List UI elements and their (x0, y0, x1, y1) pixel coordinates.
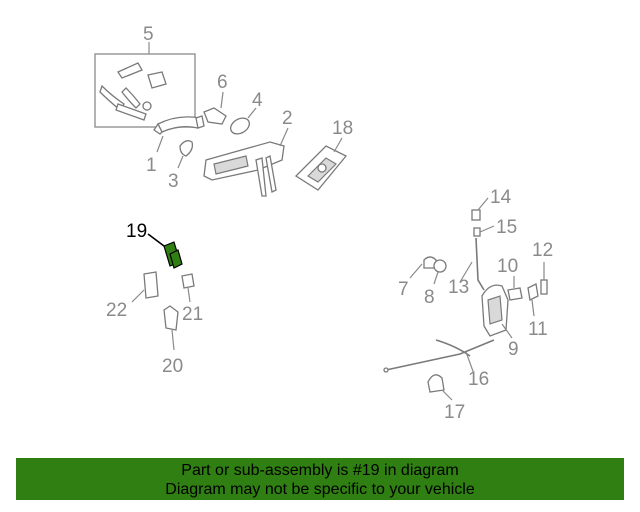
callout-20: 20 (162, 356, 183, 377)
callout-12: 12 (532, 240, 553, 261)
part-5-kit[interactable] (94, 42, 196, 128)
part-14[interactable] (471, 197, 489, 221)
part-21[interactable] (181, 273, 195, 303)
part-1-handle[interactable] (153, 115, 205, 153)
callout-4: 4 (252, 90, 263, 111)
callout-6: 6 (217, 72, 228, 93)
part-10[interactable] (507, 276, 523, 301)
callout-14: 14 (490, 187, 512, 208)
part-13-rod[interactable] (459, 237, 485, 291)
callout-22: 22 (106, 300, 127, 321)
part-9-latch[interactable] (481, 284, 513, 339)
callout-7: 7 (398, 279, 409, 300)
callout-16: 16 (468, 369, 489, 390)
callout-21: 21 (182, 304, 203, 325)
callout-13: 13 (448, 277, 469, 298)
part-19-highlighted[interactable] (147, 233, 183, 269)
callout-17: 17 (444, 402, 465, 423)
part-3[interactable] (177, 140, 194, 169)
part-7[interactable] (409, 256, 437, 279)
part-11[interactable] (527, 283, 539, 317)
part-6[interactable] (203, 91, 227, 125)
callout-2: 2 (282, 108, 293, 129)
part-16-cable[interactable] (383, 339, 495, 375)
callout-3: 3 (168, 171, 179, 192)
callout-9: 9 (508, 339, 519, 360)
callout-1: 1 (146, 155, 157, 176)
info-banner: Part or sub-assembly is #19 in diagram D… (16, 458, 624, 500)
callout-19: 19 (126, 221, 147, 242)
part-22[interactable] (131, 271, 159, 303)
part-8[interactable] (433, 259, 447, 285)
banner-line-1: Part or sub-assembly is #19 in diagram (181, 462, 459, 479)
part-12[interactable] (540, 262, 548, 295)
banner-line-2: Diagram may not be specific to your vehi… (165, 481, 475, 498)
part-15[interactable] (473, 225, 495, 237)
callout-18: 18 (332, 118, 353, 139)
callout-15: 15 (496, 217, 517, 238)
part-2-inner-handle[interactable] (203, 127, 289, 197)
callout-5: 5 (143, 24, 154, 45)
part-20[interactable] (163, 305, 179, 351)
part-17[interactable] (427, 374, 453, 401)
part-4[interactable] (228, 107, 257, 137)
callout-10: 10 (497, 256, 518, 277)
part-18[interactable] (294, 137, 348, 191)
callout-11: 11 (528, 319, 548, 340)
callout-8: 8 (424, 287, 435, 308)
